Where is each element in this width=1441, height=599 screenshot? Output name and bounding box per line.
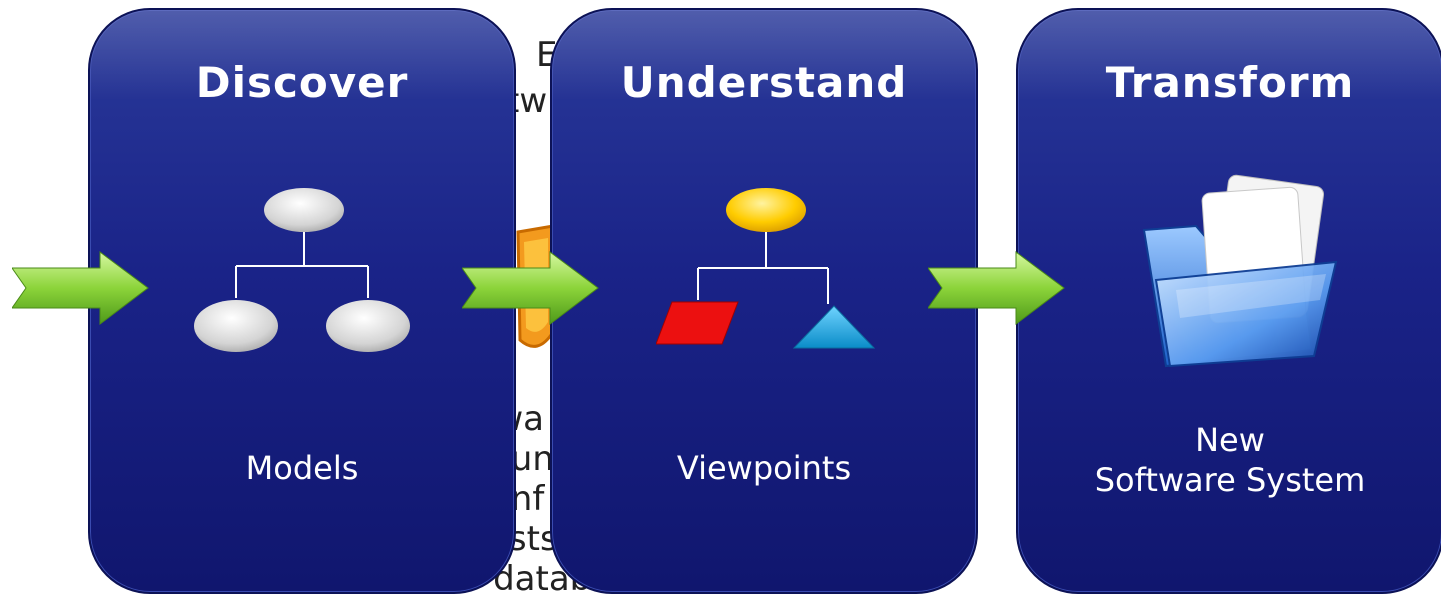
transform-title: Transform (1105, 58, 1355, 107)
discover-panel: Discover Models (88, 8, 516, 594)
discover-title: Discover (195, 58, 409, 107)
folder-icon (1142, 174, 1338, 368)
shapes-hierarchy-icon (656, 188, 876, 349)
understand-title: Understand (620, 58, 908, 107)
arrow-icon-1 (12, 251, 149, 325)
arrow-icon-3 (928, 251, 1065, 325)
hierarchy-diagram-icon (194, 188, 410, 352)
new-label-line2: Software System (1094, 461, 1366, 499)
new-label-line1: New (1195, 421, 1265, 459)
transform-panel: Transform New Software System (1016, 8, 1441, 594)
understand-panel: Understand Viewpoints (550, 8, 978, 594)
new-software-system-label: New Software System (1018, 420, 1441, 500)
arrow-icon-2 (462, 251, 599, 325)
models-label: Models (245, 449, 359, 487)
viewpoints-label: Viewpoints (676, 449, 852, 487)
